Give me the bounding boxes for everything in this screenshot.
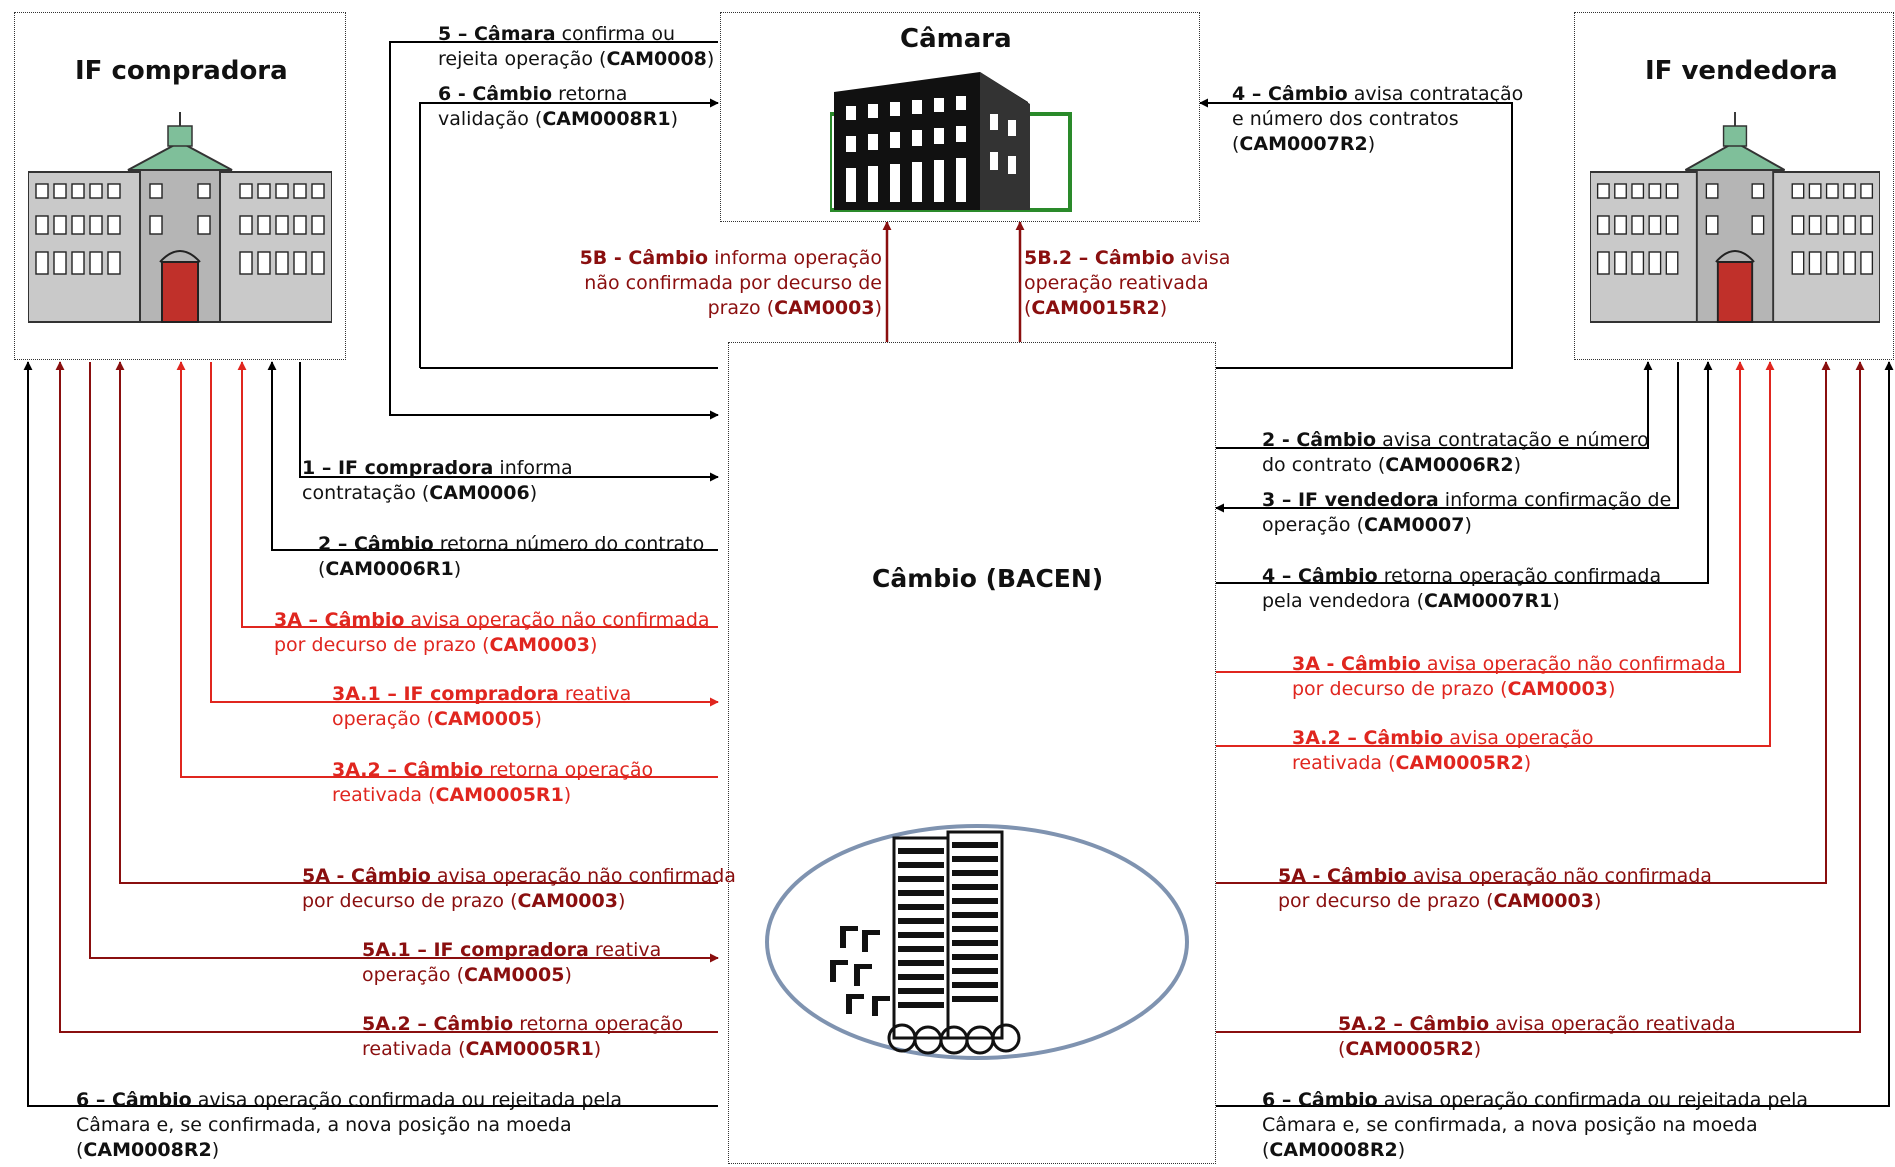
buyer-title: IF compradora — [75, 56, 288, 86]
central-bank-logo-icon — [765, 824, 1189, 1060]
arrow-buyer-5a — [115, 361, 718, 884]
label-buyer-step3a: 3A – Câmbio avisa operação não confirmad… — [274, 609, 710, 656]
label-buyer-step6: 6 – Câmbio avisa operação confirmada ou … — [76, 1089, 623, 1161]
arrow-buyer-1 — [299, 362, 719, 482]
arrow-buyer-3a — [237, 361, 718, 628]
label-chamber-step4: 4 – Câmbio avisa contratação e número do… — [1232, 83, 1524, 155]
label-seller-step3a: 3A - Câmbio avisa operação não confirmad… — [1292, 653, 1726, 700]
arrow-seller-6 — [1216, 361, 1894, 1107]
arrow-step5-chamber — [389, 41, 719, 420]
bank-building-icon — [28, 112, 332, 323]
label-chamber-step5b: 5B - Câmbio informa operação não confirm… — [579, 247, 882, 319]
label-buyer-step3a1: 3A.1 – IF compradora reativa operação (C… — [332, 683, 632, 730]
arrow-step6-chamber-b — [419, 98, 719, 368]
label-chamber-step6: 6 - Câmbio retorna validação (CAM0008R1) — [438, 83, 679, 130]
label-buyer-step1: 1 – IF compradora informa contratação (C… — [302, 457, 573, 504]
arrow-buyer-3a1 — [210, 362, 719, 707]
label-buyer-step2: 2 – Câmbio retorna número do contrato (C… — [318, 533, 705, 580]
label-seller-step2: 2 - Câmbio avisa contratação e número do… — [1262, 429, 1649, 476]
label-buyer-step5a: 5A - Câmbio avisa operação não confirmad… — [302, 865, 736, 912]
label-seller-step5a2: 5A.2 – Câmbio avisa operação reativada (… — [1338, 1013, 1736, 1060]
label-seller-step4: 4 – Câmbio retorna operação confirmada p… — [1262, 565, 1662, 612]
chamber-building-icon — [830, 72, 1072, 212]
arrow-seller-5a2 — [1216, 361, 1865, 1033]
arrow-seller-3 — [1215, 362, 1679, 513]
arrow-seller-3a2 — [1216, 361, 1775, 747]
seller-title: IF vendedora — [1645, 56, 1838, 86]
arrow-seller-3a — [1216, 361, 1745, 673]
label-chamber-step5b2: 5B.2 – Câmbio avisa operação reativada (… — [1024, 247, 1231, 319]
label-buyer-step5a1: 5A.1 – IF compradora reativa operação (C… — [362, 939, 662, 986]
arrow-buyer-5a1 — [89, 362, 719, 963]
label-buyer-step3a2: 3A.2 – Câmbio retorna operação reativada… — [332, 759, 654, 806]
label-seller-step3: 3 – IF vendedora informa confirmação de … — [1262, 489, 1672, 536]
label-buyer-step5a2: 5A.2 – Câmbio retorna operação reativada… — [362, 1013, 684, 1060]
arrow-buyer-5a2 — [55, 361, 718, 1033]
arrow-buyer-3a2 — [176, 361, 718, 778]
label-seller-step5a: 5A - Câmbio avisa operação não confirmad… — [1278, 865, 1712, 912]
arrow-step4-chamber — [1199, 98, 1513, 369]
label-chamber-step5: 5 – Câmara confirma ou rejeita operação … — [438, 23, 715, 70]
arrow-buyer-2 — [267, 361, 718, 551]
arrow-seller-5a — [1216, 361, 1831, 884]
bacen-title: Câmbio (BACEN) — [872, 564, 1104, 593]
arrow-seller-2 — [1216, 361, 1653, 449]
bank-building-icon — [1590, 112, 1880, 323]
arrow-seller-4 — [1216, 361, 1713, 584]
arrow-buyer-6 — [23, 361, 718, 1107]
label-seller-step6: 6 – Câmbio avisa operação confirmada ou … — [1262, 1089, 1809, 1161]
label-seller-step3a2: 3A.2 – Câmbio avisa operação reativada (… — [1292, 727, 1594, 774]
chamber-title: Câmara — [900, 24, 1012, 54]
